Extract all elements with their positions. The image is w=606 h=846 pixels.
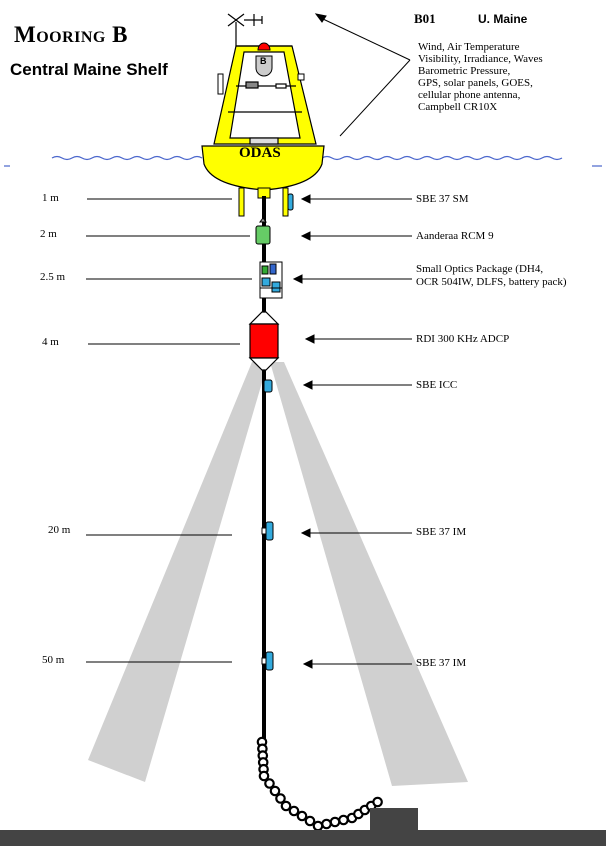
buoy-label: ODAS bbox=[239, 145, 281, 161]
chain-link bbox=[372, 796, 383, 808]
chain-link bbox=[312, 820, 324, 832]
seafloor bbox=[0, 830, 606, 846]
chain-link bbox=[288, 805, 300, 817]
wind-sensor bbox=[227, 13, 263, 46]
chain-link bbox=[280, 800, 292, 812]
solar-panel-left bbox=[217, 73, 224, 95]
surface-instrument-line: Visibility, Irradiance, Waves bbox=[418, 53, 543, 65]
chain-link bbox=[275, 793, 286, 804]
surface-instrument-line: GPS, solar panels, GOES, bbox=[418, 77, 533, 89]
surface-instrument-line: Wind, Air Temperature bbox=[418, 41, 520, 53]
instrument-label-optics-line: Small Optics Package (DH4, bbox=[416, 263, 544, 275]
sbe-icc-sensor bbox=[263, 379, 273, 393]
chain-link bbox=[264, 778, 275, 789]
page-subtitle: Central Maine Shelf bbox=[10, 60, 168, 79]
buoy-tower bbox=[213, 45, 317, 145]
chain-link bbox=[258, 770, 270, 782]
chain-link bbox=[296, 810, 308, 822]
instrument-label-sbe37sm: SBE 37 SM bbox=[416, 193, 469, 205]
station-id: B01 bbox=[414, 11, 436, 26]
optics-package bbox=[259, 261, 283, 299]
instrument-label-sbe37im-50m: SBE 37 IM bbox=[416, 657, 467, 669]
instrument-label-sbe37im-20m: SBE 37 IM bbox=[416, 526, 467, 538]
buoy-badge-shape bbox=[255, 55, 273, 77]
surface-instrument-line: cellular phone antenna, bbox=[418, 89, 521, 101]
depth-label-1m: 1 m bbox=[42, 192, 59, 204]
water-surface bbox=[51, 155, 563, 161]
chain-link bbox=[321, 818, 332, 830]
depth-label-2m: 2 m bbox=[40, 228, 57, 240]
chain-link bbox=[329, 816, 341, 828]
sbe-37-sm-sensor bbox=[287, 193, 294, 211]
buoy-badge-label: B bbox=[260, 56, 267, 66]
depth-label-20m: 20 m bbox=[48, 524, 71, 536]
depth-label-50m: 50 m bbox=[42, 654, 65, 666]
depth-label-4m: 4 m bbox=[42, 336, 59, 348]
page-title: Mooring B bbox=[14, 22, 128, 47]
adcp-beam-right bbox=[270, 362, 468, 786]
surface-instrument-line: Barometric Pressure, bbox=[418, 65, 511, 77]
operator-label: U. Maine bbox=[478, 12, 528, 26]
leader-lines bbox=[86, 13, 412, 669]
instrument-label-sbe-icc: SBE ICC bbox=[416, 379, 458, 391]
depth-label-2-5m: 2.5 m bbox=[40, 271, 66, 283]
adcp-beam-left bbox=[88, 362, 268, 782]
chain-link bbox=[338, 814, 349, 826]
sbe-37-im-50m-sensor bbox=[261, 651, 274, 671]
surface-instrument-line: Campbell CR10X bbox=[418, 101, 498, 113]
beacon-light bbox=[257, 42, 271, 51]
instrument-label-adcp: RDI 300 KHz ADCP bbox=[416, 333, 510, 345]
instrument-label-optics: Small Optics Package (DH4, OCR 504IW, DL… bbox=[416, 263, 567, 289]
surface-instruments-list: Wind, Air Temperature Visibility, Irradi… bbox=[418, 41, 543, 113]
chain-link bbox=[304, 815, 316, 827]
anchor-chain bbox=[256, 736, 383, 832]
rcm9-sensor bbox=[255, 217, 271, 245]
solar-panel-right bbox=[297, 73, 305, 81]
chain-link bbox=[269, 785, 281, 797]
anchor-weight bbox=[370, 808, 418, 830]
instrument-label-rcm9: Aanderaa RCM 9 bbox=[416, 230, 494, 242]
adcp-instrument bbox=[248, 311, 280, 371]
instrument-label-optics-line: OCR 504IW, DLFS, battery pack) bbox=[416, 276, 567, 288]
sbe-37-im-20m-sensor bbox=[261, 521, 274, 541]
